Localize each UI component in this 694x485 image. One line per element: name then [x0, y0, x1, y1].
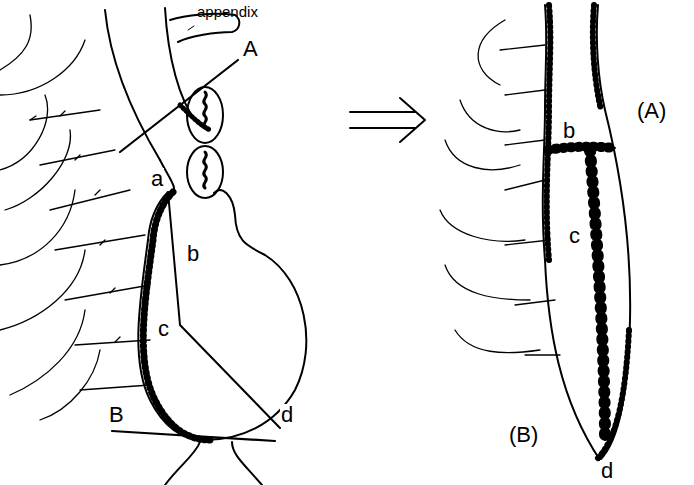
cut-line-label: B [108, 404, 125, 426]
incision-line [168, 192, 280, 428]
point-label: b [186, 243, 200, 265]
cut-line-label: (B) [508, 424, 539, 446]
mesentery [0, 15, 150, 420]
cecal-pouch [138, 190, 306, 440]
point-label: d [600, 460, 614, 482]
resection-line-b [112, 431, 275, 441]
lymph-nodes [187, 87, 223, 198]
organ-label: appendix [196, 4, 259, 19]
cut-line-label: A [242, 38, 259, 60]
point-label: c [568, 225, 581, 247]
appendix-leader [188, 26, 194, 30]
point-label: a [150, 168, 164, 190]
point-label: d [280, 404, 294, 426]
distal-bowel [165, 442, 262, 485]
suture-lines [548, 147, 615, 440]
reconstructed-bowel [543, 5, 630, 460]
point-label: c [157, 318, 170, 340]
cut-line-label: (A) [636, 100, 667, 122]
point-label: b [562, 120, 576, 142]
resection-line-a [120, 60, 238, 152]
transform-arrow [350, 98, 425, 142]
ileum [105, 8, 195, 195]
